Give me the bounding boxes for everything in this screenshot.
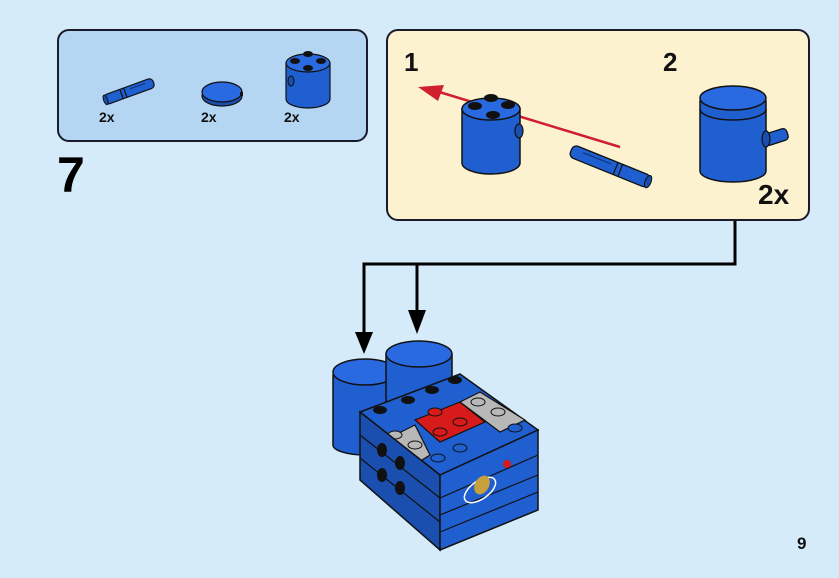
- sub-assembly-multiplier: 2x: [758, 179, 790, 210]
- arrowhead-right: [408, 310, 426, 334]
- box-front-face: [439, 428, 539, 552]
- brick-layer-lines: [359, 434, 539, 533]
- round-brick-icon: [285, 51, 331, 109]
- sub-assembly-panel: 1 2 2x: [386, 29, 810, 221]
- step-number: 7: [57, 147, 85, 203]
- arrowhead-left: [355, 332, 373, 354]
- insertion-arrowhead: [418, 85, 444, 101]
- part-quantity-pin: 2x: [99, 109, 115, 125]
- technic-pin-icon: [102, 78, 155, 106]
- space-logo-decal: [463, 460, 511, 504]
- round-tile-icon: [201, 81, 243, 107]
- insertion-arrow-line: [435, 89, 621, 149]
- substep-number-2: 2: [663, 47, 678, 77]
- main-model-illustration: [332, 340, 540, 552]
- round-brick-with-hole: [461, 94, 524, 175]
- part-quantity-tile: 2x: [201, 109, 217, 125]
- substep-number-1: 1: [404, 47, 419, 77]
- step1-illustration: [418, 85, 789, 189]
- part-quantity-brick: 2x: [284, 109, 300, 125]
- parts-list-panel: 2x 2x 2x: [57, 29, 368, 142]
- technic-pin: [569, 145, 653, 189]
- page-number: 9: [797, 534, 807, 553]
- assembled-round-brick: [699, 85, 789, 183]
- connector-line: [362, 221, 737, 335]
